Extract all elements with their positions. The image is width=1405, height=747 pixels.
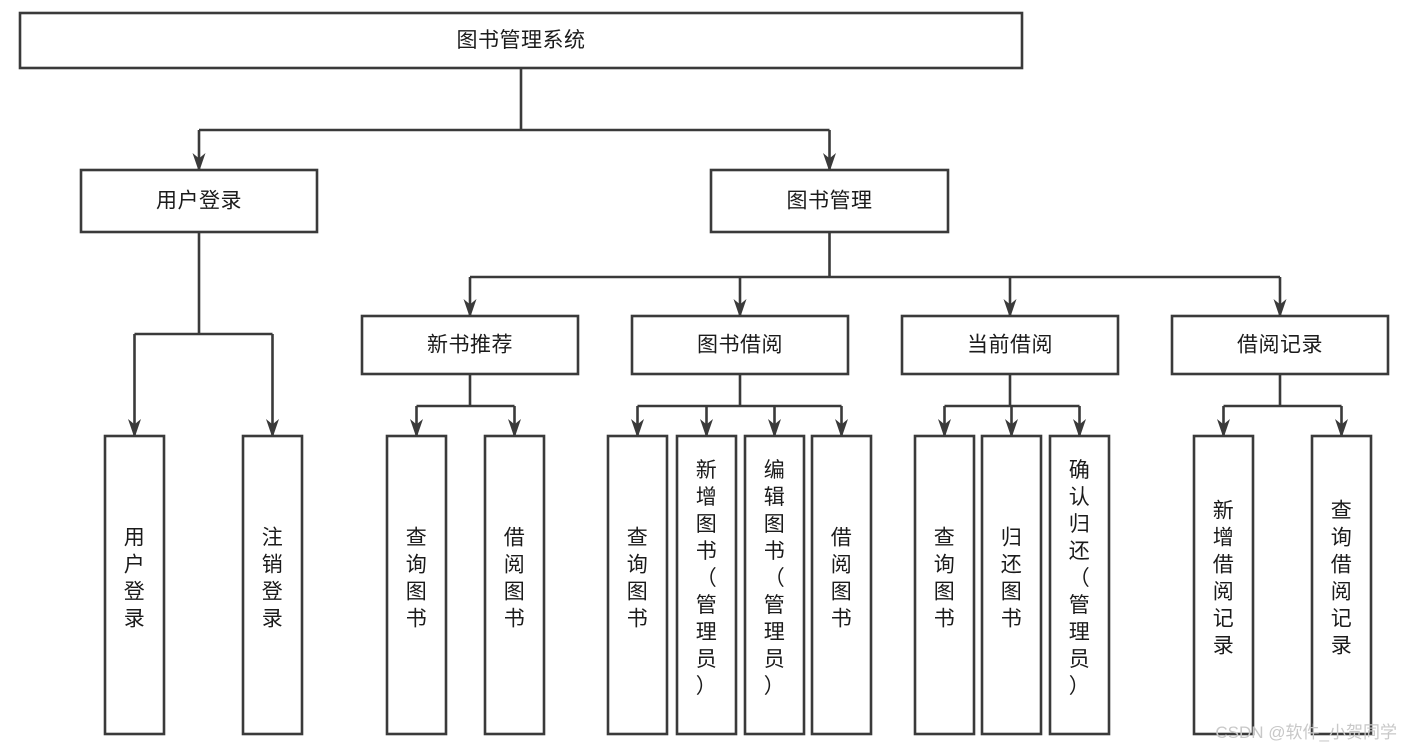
- node-label: 新书推荐: [427, 334, 513, 357]
- arrow-head-icon: [1335, 419, 1348, 438]
- connector-group-book-borrow: [631, 374, 848, 438]
- node-label: 归还图书: [1001, 527, 1023, 631]
- node-rect: [483, 434, 546, 736]
- node-rect: [241, 434, 304, 736]
- node-rect: [810, 434, 873, 736]
- arrow-head-icon: [128, 419, 141, 438]
- arrow-head-icon: [1005, 419, 1018, 438]
- connector-group-borrow-record: [1217, 374, 1348, 438]
- arrow-head-icon: [631, 419, 644, 438]
- node-rect: [385, 434, 448, 736]
- arrow-head-icon: [768, 419, 781, 438]
- node-label: 新增借阅记录: [1213, 500, 1235, 658]
- node-level3-current-borrow[interactable]: 当前借阅: [900, 314, 1120, 376]
- node-label: 查询图书: [934, 527, 956, 631]
- node-label: 新增图书（管理员）: [696, 459, 718, 698]
- arrow-head-icon: [410, 419, 423, 438]
- node-leaf-leaf-query-book-b[interactable]: 查询图书: [606, 434, 669, 736]
- node-level2-user-login[interactable]: 用户登录: [79, 168, 319, 234]
- node-level3-book-borrow[interactable]: 图书借阅: [630, 314, 850, 376]
- node-label: 借阅图书: [831, 527, 853, 631]
- node-leaf-leaf-user-login[interactable]: 用户登录: [103, 434, 166, 736]
- node-leaf-leaf-confirm-return[interactable]: 确认归还（管理员）: [1048, 434, 1111, 736]
- arrow-head-icon: [1073, 419, 1086, 438]
- node-label: 查询借阅记录: [1331, 500, 1353, 658]
- node-label: 图书管理: [787, 190, 873, 213]
- node-label: 借阅图书: [504, 527, 526, 631]
- arrow-head-icon: [835, 419, 848, 438]
- node-rect: [18, 11, 1024, 70]
- connector-group-current-borrow: [938, 374, 1086, 438]
- node-leaf-leaf-edit-book[interactable]: 编辑图书（管理员）: [743, 434, 806, 736]
- node-label: 查询图书: [627, 527, 649, 631]
- node-label: 图书管理系统: [457, 29, 586, 52]
- node-rect: [79, 168, 319, 234]
- node-rect: [709, 168, 950, 234]
- node-leaf-leaf-query-book-c[interactable]: 查询图书: [913, 434, 976, 736]
- node-leaf-leaf-add-book[interactable]: 新增图书（管理员）: [675, 434, 738, 736]
- arrow-head-icon: [1217, 419, 1230, 438]
- node-leaf-leaf-add-record[interactable]: 新增借阅记录: [1192, 434, 1255, 736]
- arrow-head-icon: [508, 419, 521, 438]
- node-rect: [103, 434, 166, 736]
- node-label: 编辑图书（管理员）: [764, 459, 786, 698]
- arrow-head-icon: [192, 153, 206, 172]
- connector-group-root: [192, 68, 836, 172]
- arrow-head-icon: [733, 299, 747, 318]
- node-rect: [606, 434, 669, 736]
- node-rect: [360, 314, 580, 376]
- connectors-layer: [128, 68, 1348, 438]
- arrow-head-icon: [1273, 299, 1287, 318]
- node-label: 图书借阅: [697, 334, 783, 357]
- node-root[interactable]: 图书管理系统: [18, 11, 1024, 70]
- node-leaf-leaf-borrow-book-b[interactable]: 借阅图书: [810, 434, 873, 736]
- node-rect: [1310, 434, 1373, 736]
- arrow-head-icon: [823, 153, 836, 172]
- arrow-head-icon: [938, 419, 951, 438]
- arrow-head-icon: [266, 419, 279, 438]
- node-leaf-leaf-query-book-rec[interactable]: 查询图书: [385, 434, 448, 736]
- nodes-layer: 图书管理系统用户登录图书管理新书推荐图书借阅当前借阅借阅记录用户登录注销登录查询…: [18, 11, 1390, 736]
- node-rect: [1192, 434, 1255, 736]
- node-rect: [980, 434, 1043, 736]
- node-leaf-leaf-logout[interactable]: 注销登录: [241, 434, 304, 736]
- node-label: 查询图书: [406, 527, 428, 631]
- node-rect: [675, 434, 738, 736]
- connector-group-book-manage: [463, 232, 1287, 318]
- node-rect: [1170, 314, 1390, 376]
- node-leaf-leaf-query-record[interactable]: 查询借阅记录: [1310, 434, 1373, 736]
- node-leaf-leaf-borrow-book-rec[interactable]: 借阅图书: [483, 434, 546, 736]
- node-leaf-leaf-return-book[interactable]: 归还图书: [980, 434, 1043, 736]
- node-rect: [913, 434, 976, 736]
- connector-group-new-book-rec: [410, 374, 521, 438]
- arrow-head-icon: [700, 419, 713, 438]
- node-label: 用户登录: [124, 527, 146, 631]
- node-level3-borrow-record[interactable]: 借阅记录: [1170, 314, 1390, 376]
- node-rect: [900, 314, 1120, 376]
- node-rect: [630, 314, 850, 376]
- arrow-head-icon: [463, 299, 477, 318]
- node-label: 当前借阅: [967, 334, 1053, 357]
- connector-group-user-login: [128, 232, 279, 438]
- node-label: 借阅记录: [1237, 334, 1323, 357]
- node-rect: [1048, 434, 1111, 736]
- node-label: 用户登录: [156, 190, 242, 213]
- node-level2-book-manage[interactable]: 图书管理: [709, 168, 950, 234]
- node-label: 注销登录: [262, 527, 284, 631]
- node-label: 确认归还（管理员）: [1069, 459, 1091, 698]
- node-rect: [743, 434, 806, 736]
- node-level3-new-book-rec[interactable]: 新书推荐: [360, 314, 580, 376]
- arrow-head-icon: [1003, 299, 1017, 318]
